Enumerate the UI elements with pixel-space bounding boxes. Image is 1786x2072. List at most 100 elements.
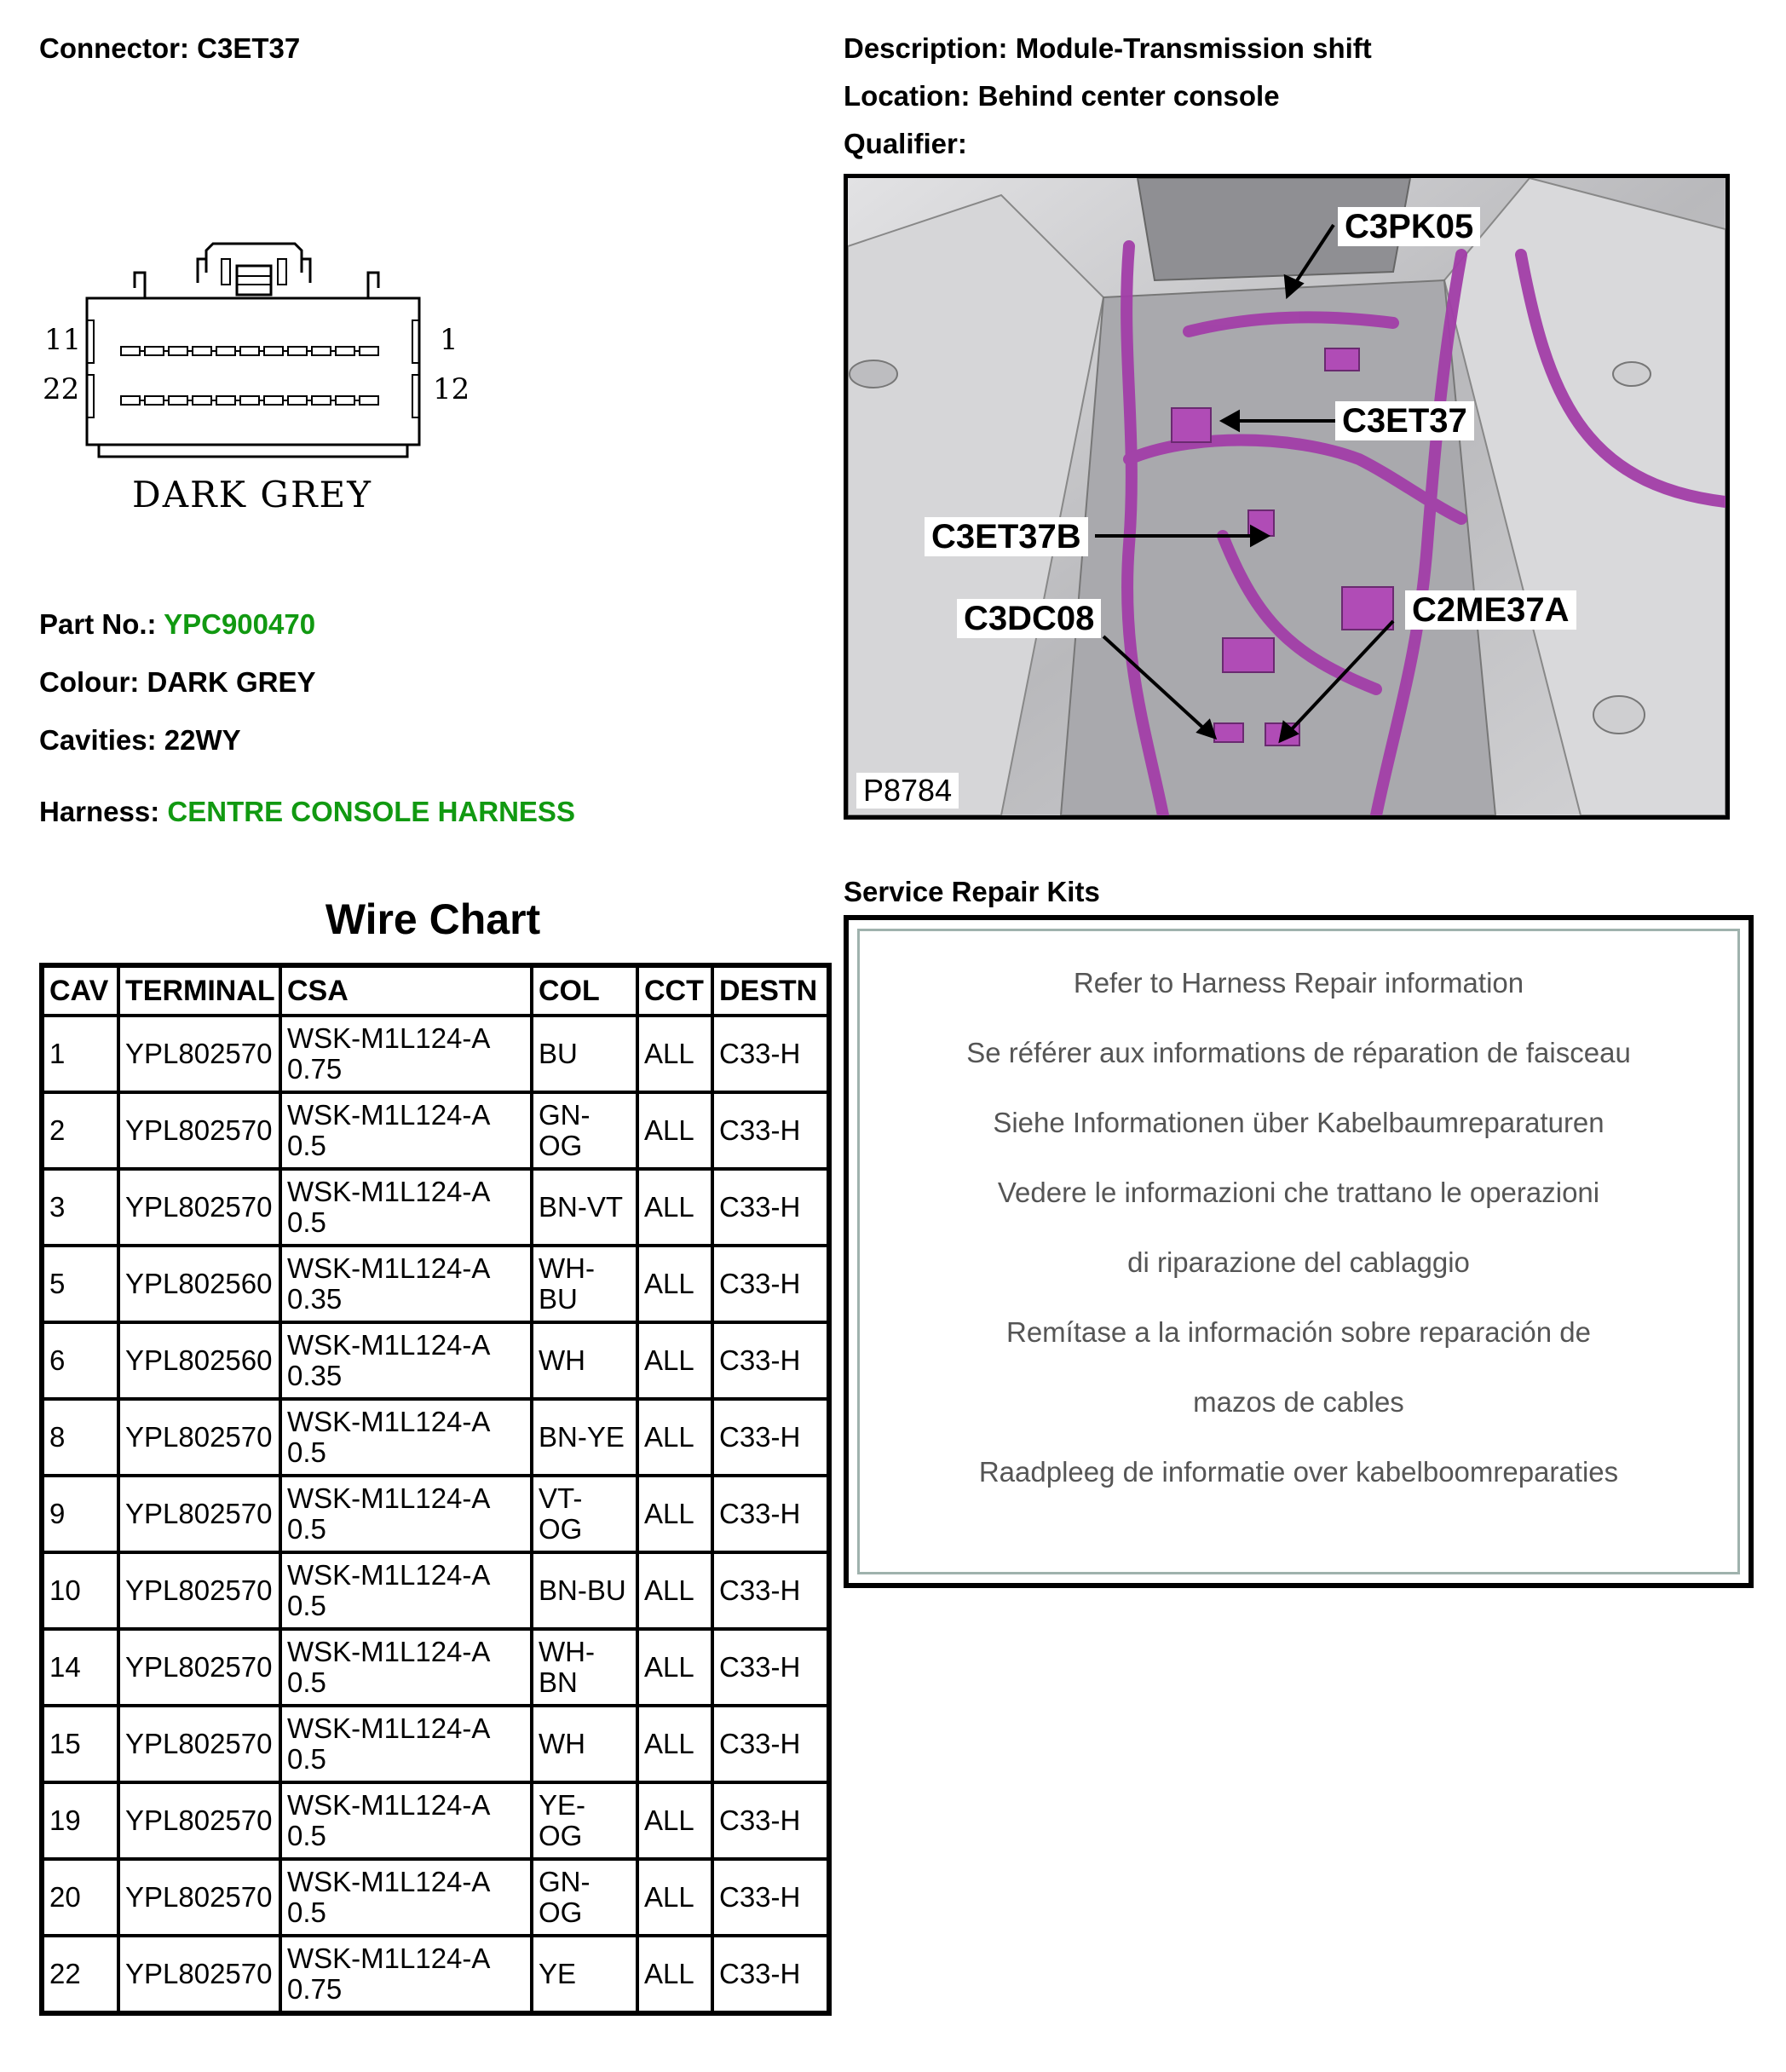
col-value-line1: BN-VT <box>539 1191 623 1223</box>
vehicle-floor-illustration <box>848 178 1726 815</box>
part-label: Part No.: <box>39 608 157 640</box>
cell-terminal: YPL802570 <box>117 1857 282 1937</box>
part-number-line: Part No.: YPC900470 <box>39 608 315 641</box>
cell-destn: C33-H <box>711 1704 831 1784</box>
col-value-line1: WH- <box>539 1252 595 1284</box>
part-number-link[interactable]: YPC900470 <box>164 608 316 640</box>
col-value-line1: BN-YE <box>539 1421 625 1453</box>
cell-cct: ALL <box>636 1244 714 1324</box>
csa-spec: WSK-M1L124-A <box>287 1406 491 1437</box>
csa-spec: WSK-M1L124-A <box>287 1866 491 1897</box>
cell-destn: C33-H <box>711 1627 831 1707</box>
cell-col: GN-OG <box>530 1091 639 1171</box>
pin-cavity <box>144 346 164 356</box>
cell-destn: C33-H <box>711 1014 831 1094</box>
csa-size: 0.5 <box>287 1130 326 1161</box>
destn-value: C33-H <box>719 1191 801 1223</box>
cct-value: ALL <box>644 1804 694 1836</box>
cav-value: 15 <box>49 1728 81 1759</box>
cell-col: BN-BU <box>530 1551 639 1631</box>
cell-cav: 8 <box>40 1397 120 1477</box>
pin-cavity <box>192 395 212 406</box>
pin-cavity <box>239 395 260 406</box>
cav-value: 5 <box>49 1268 66 1299</box>
service-kit-line: Refer to Harness Repair information <box>1073 967 1524 999</box>
cct-value: ALL <box>644 1498 694 1529</box>
cav-value: 19 <box>49 1804 81 1836</box>
terminal-value: YPL802560 <box>125 1268 273 1299</box>
cell-destn: C33-H <box>711 1551 831 1631</box>
csa-size: 0.5 <box>287 1590 326 1621</box>
destn-value: C33-H <box>719 1804 801 1836</box>
csa-size: 0.35 <box>287 1283 343 1315</box>
cell-terminal: YPL802570 <box>117 1091 282 1171</box>
cct-value: ALL <box>644 1114 694 1146</box>
destn-value: C33-H <box>719 1728 801 1759</box>
cell-cav: 10 <box>40 1551 120 1631</box>
cell-col: BN-YE <box>530 1397 639 1477</box>
col-value-line2: OG <box>539 1820 583 1851</box>
pin-cavity <box>311 395 331 406</box>
terminal-value: YPL802560 <box>125 1344 273 1376</box>
csa-size: 0.5 <box>287 1436 326 1468</box>
csa-size: 0.5 <box>287 1820 326 1851</box>
service-kit-line: Siehe Informationen über Kabelbaumrepara… <box>993 1107 1605 1138</box>
cell-cav: 6 <box>40 1321 120 1401</box>
csa-spec: WSK-M1L124-A <box>287 1712 491 1744</box>
cell-cav: 22 <box>40 1934 120 2015</box>
harness-label: Harness: <box>39 796 160 827</box>
terminal-value: YPL802570 <box>125 1728 273 1759</box>
pin-cavity <box>168 346 188 356</box>
col-value-line1: YE- <box>539 1789 586 1821</box>
pin-label-12: 12 <box>433 372 470 406</box>
cav-value: 22 <box>49 1958 81 1989</box>
harness-link[interactable]: CENTRE CONSOLE HARNESS <box>167 796 575 827</box>
pin-cavity <box>359 395 379 406</box>
connector-colour-caption: DARK GREY <box>132 474 372 515</box>
pin-label-11: 11 <box>44 323 81 357</box>
cell-destn: C33-H <box>711 1397 831 1477</box>
qualifier-line: Qualifier: <box>844 128 967 160</box>
csa-spec: WSK-M1L124-A <box>287 1559 491 1591</box>
csa-size: 0.5 <box>287 1666 326 1698</box>
csa-size: 0.5 <box>287 1896 326 1928</box>
csa-size: 0.5 <box>287 1206 326 1238</box>
cell-cct: ALL <box>636 1627 714 1707</box>
cell-terminal: YPL802570 <box>117 1167 282 1247</box>
service-kits-title: Service Repair Kits <box>844 876 1100 907</box>
callout-c3et37: C3ET37 <box>1335 401 1474 440</box>
cell-col: WH <box>530 1321 639 1401</box>
cav-value: 10 <box>49 1574 81 1606</box>
cell-terminal: YPL802570 <box>117 1014 282 1094</box>
cell-destn: C33-H <box>711 1474 831 1554</box>
cav-value: 9 <box>49 1498 66 1529</box>
col-value-line2: BU <box>539 1283 578 1315</box>
cell-terminal: YPL802570 <box>117 1397 282 1477</box>
pin-cavity <box>144 395 164 406</box>
cavities-label: Cavities: <box>39 724 157 756</box>
cell-col: BN-VT <box>530 1167 639 1247</box>
wire-chart-header-row: CAV TERMINAL CSA COL CCT DESTN <box>40 964 831 1017</box>
colour-value: DARK GREY <box>147 666 316 698</box>
cell-col: YE-OG <box>530 1781 639 1861</box>
pin-row-top <box>120 346 379 356</box>
csa-spec: WSK-M1L124-A <box>287 1942 491 1974</box>
cell-destn: C33-H <box>711 1934 831 2015</box>
destn-value: C33-H <box>719 1114 801 1146</box>
cav-value: 1 <box>49 1038 66 1069</box>
terminal-value: YPL802570 <box>125 1804 273 1836</box>
